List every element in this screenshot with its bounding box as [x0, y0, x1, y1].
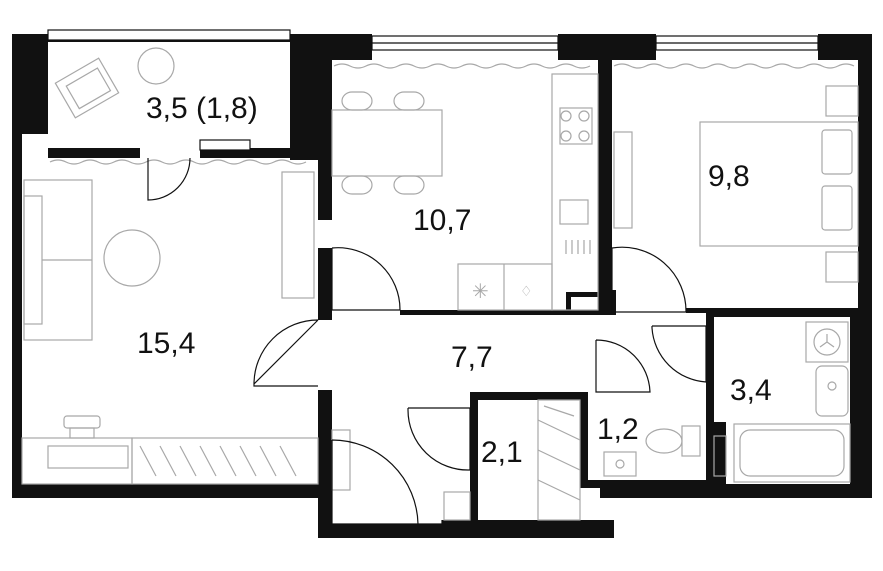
room-label-hall: 7,7	[451, 341, 493, 374]
curtains	[49, 63, 855, 165]
doors	[147, 157, 707, 525]
closet-wardrobe-icon	[537, 399, 581, 521]
washing-machine-icon	[805, 321, 849, 363]
door-bedroom	[611, 246, 687, 313]
room-label-living: 15,4	[137, 327, 195, 360]
door-kitchen	[331, 247, 401, 311]
room-label-bedroom: 9,8	[708, 160, 750, 193]
bathtub-icon	[733, 423, 851, 483]
door-entrance	[331, 439, 443, 525]
round-table-icon	[137, 47, 175, 85]
dining-table-icon	[331, 91, 443, 195]
room-labels: 3,5 (1,8) 15,4 10,7 9,8 7,7 2,1 1,2 3,4	[137, 92, 772, 469]
room-label-wc: 1,2	[597, 413, 639, 446]
door-bathroom	[651, 325, 707, 383]
bathroom-sink-icon	[815, 365, 849, 417]
window-balcony-door	[199, 139, 251, 151]
walls	[12, 34, 872, 538]
desk-icon	[21, 437, 133, 485]
hall-cabinet-icon	[443, 491, 471, 521]
armchair-icon	[54, 57, 120, 119]
desk-chair-icon	[47, 415, 129, 469]
tv-stand-icon	[281, 171, 315, 299]
kitchen-counter-icon	[457, 73, 599, 311]
door-closet	[407, 407, 471, 471]
hall-shoe-rack-icon	[331, 429, 351, 491]
bed-icon	[699, 85, 859, 283]
door-wc	[595, 339, 651, 393]
coffee-table-icon	[103, 229, 161, 287]
drop-icon: ♢	[520, 284, 533, 300]
room-label-balcony: 3,5 (1,8)	[146, 92, 258, 125]
room-label-closet: 2,1	[481, 436, 523, 469]
bathroom-shelf-icon	[713, 435, 727, 477]
furniture: ✳ ♢	[21, 47, 859, 521]
wardrobe-icon	[131, 437, 319, 485]
windows	[47, 29, 819, 151]
room-label-kitchen: 10,7	[413, 204, 471, 237]
sofa-icon	[23, 179, 93, 341]
door-living	[253, 319, 319, 387]
snowflake-icon: ✳	[472, 279, 489, 303]
room-label-bathroom: 3,4	[730, 374, 772, 407]
bedroom-wardrobe-icon	[613, 131, 633, 229]
window-balcony	[47, 29, 291, 41]
wc-sink-icon	[603, 451, 637, 477]
toilet-icon	[645, 425, 701, 457]
door-balcony	[147, 157, 191, 201]
